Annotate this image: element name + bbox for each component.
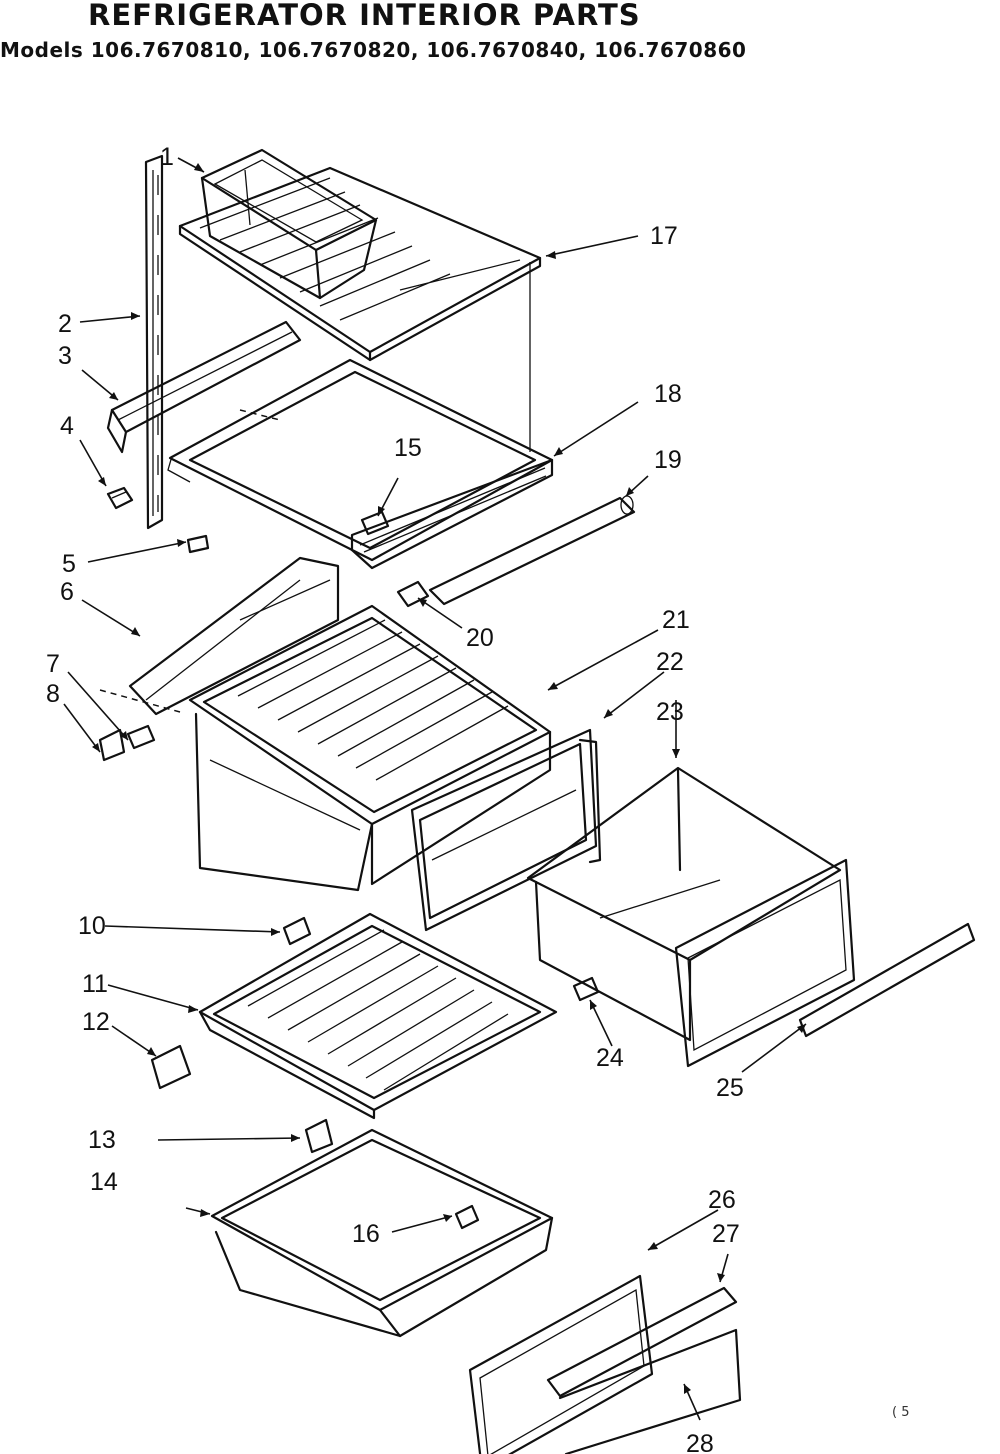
clip-10 xyxy=(282,916,312,946)
callout-23: 23 xyxy=(656,698,684,726)
crisper-pan-front xyxy=(674,858,976,1068)
callout-20: 20 xyxy=(466,624,494,652)
crisper-cover-frame xyxy=(188,604,552,826)
cover-bracket-12 xyxy=(150,1044,192,1090)
clip-13 xyxy=(304,1118,334,1154)
clip-24 xyxy=(572,976,600,1002)
callout-16: 16 xyxy=(352,1220,380,1248)
callout-7: 7 xyxy=(46,650,60,678)
callout-14: 14 xyxy=(90,1168,118,1196)
shelf-clip-5 xyxy=(186,534,210,554)
drawer-front-26 xyxy=(468,1274,654,1454)
cantilever-shelf-frame xyxy=(167,358,554,570)
callout-25: 25 xyxy=(716,1074,744,1102)
callout-24: 24 xyxy=(596,1044,624,1072)
callout-12: 12 xyxy=(82,1008,110,1036)
page-title: REFRIGERATOR INTERIOR PARTS xyxy=(88,0,641,32)
callout-3: 3 xyxy=(58,342,72,370)
crisper-housing xyxy=(194,712,552,892)
shelf-glide-15 xyxy=(360,510,390,536)
top-shelf-bin xyxy=(200,148,378,300)
callout-4: 4 xyxy=(60,412,74,440)
callout-18: 18 xyxy=(654,380,682,408)
corner-mark: ( 5 xyxy=(892,1405,909,1420)
callout-28: 28 xyxy=(686,1430,714,1454)
callout-26: 26 xyxy=(708,1186,736,1214)
top-glass-shelf xyxy=(178,166,542,452)
clip-20 xyxy=(396,580,430,608)
callout-2: 2 xyxy=(58,310,72,338)
drawer-panel-28 xyxy=(558,1328,742,1454)
trim-clip-7 xyxy=(126,724,156,750)
shelf-support-rail xyxy=(144,154,164,530)
crisper-front-frame xyxy=(410,728,602,932)
callout-17: 17 xyxy=(650,222,678,250)
callout-15: 15 xyxy=(394,434,422,462)
callout-11: 11 xyxy=(82,970,108,998)
callout-19: 19 xyxy=(654,446,682,474)
callout-21: 21 xyxy=(662,606,690,634)
callout-5: 5 xyxy=(62,550,76,578)
callout-13: 13 xyxy=(88,1126,116,1154)
callout-22: 22 xyxy=(656,648,684,676)
trim-bracket-8 xyxy=(98,728,126,762)
lower-crisper-cover xyxy=(198,912,558,1120)
lower-drawer xyxy=(210,1128,554,1338)
drawer-handle-27 xyxy=(546,1286,738,1398)
callout-labels: 1 2 3 4 5 6 7 8 10 11 12 13 14 15 16 17 … xyxy=(46,143,744,1454)
callout-10: 10 xyxy=(78,912,106,940)
crisper-cover-trim xyxy=(99,556,340,716)
clip-16 xyxy=(454,1204,480,1230)
callout-27: 27 xyxy=(712,1220,740,1248)
callout-8: 8 xyxy=(46,680,60,708)
callout-6: 6 xyxy=(60,578,74,606)
crisper-pan-right xyxy=(526,766,842,1042)
shelf-front-trim-upper xyxy=(106,320,302,454)
models-line: Models 106.7670810, 106.7670820, 106.767… xyxy=(0,38,747,62)
leader-lines xyxy=(63,157,807,1421)
callout-1: 1 xyxy=(160,143,174,171)
shelf-clip-4 xyxy=(106,486,134,510)
